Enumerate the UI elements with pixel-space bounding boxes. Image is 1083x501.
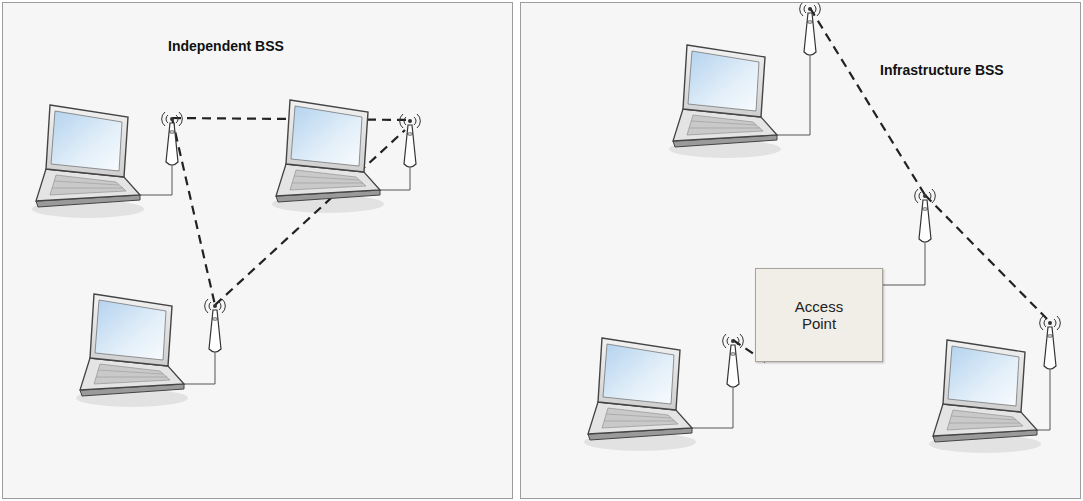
laptop-icon [272, 100, 384, 213]
antenna-icon [205, 299, 226, 352]
antenna-icon [723, 334, 744, 387]
antenna-icon [1040, 316, 1061, 369]
access-point-box: Access Point [755, 268, 883, 362]
laptop-icon [929, 340, 1041, 453]
panel-ground [520, 2, 1081, 499]
laptop-icon [32, 105, 144, 218]
antenna-icon [915, 189, 936, 242]
antenna-icon [400, 114, 421, 167]
laptop-icon [669, 45, 781, 158]
laptop-icon [584, 338, 696, 451]
antenna-icon [162, 112, 183, 165]
panel-ground [2, 2, 513, 499]
wireless-link [733, 8, 1050, 365]
bss-panel: Independent BSS [2, 2, 513, 499]
panel-title: Infrastructure BSS [880, 62, 1004, 78]
bss-panel: Infrastructure BSS Access Point [520, 2, 1081, 499]
device-label: Access Point [787, 298, 851, 332]
laptop-icon [76, 294, 188, 407]
panel-title: Independent BSS [168, 38, 284, 54]
antenna-icon [800, 2, 821, 55]
